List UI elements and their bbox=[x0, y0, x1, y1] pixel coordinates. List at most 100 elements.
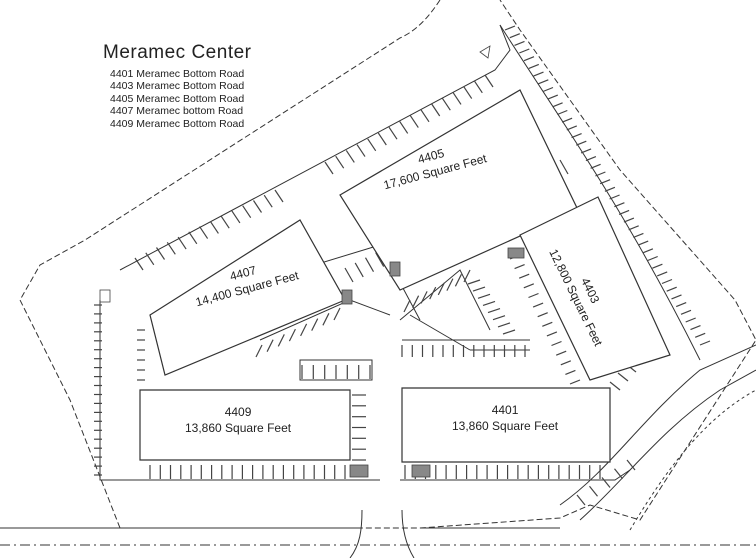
parking-stall bbox=[188, 231, 198, 245]
parking-stall bbox=[454, 274, 462, 287]
parking-stall bbox=[220, 215, 230, 229]
parking-stall bbox=[576, 140, 587, 146]
parking-stall bbox=[590, 163, 601, 169]
parking-stall bbox=[473, 80, 483, 94]
parking-stall bbox=[502, 329, 516, 335]
parking-stall bbox=[528, 63, 540, 69]
road-edge-lower bbox=[629, 389, 756, 531]
parking-stall bbox=[364, 257, 375, 272]
parking-stall bbox=[551, 340, 562, 347]
parking-stall bbox=[356, 144, 366, 157]
address-item: 4405 Meramec Bottom Road bbox=[110, 92, 245, 105]
parking-stall bbox=[300, 323, 308, 337]
parking-stall bbox=[399, 121, 409, 134]
parking-stall bbox=[463, 86, 473, 99]
parking-stall bbox=[601, 477, 611, 488]
parking-stall bbox=[617, 372, 629, 382]
parking-stall bbox=[177, 236, 187, 250]
parking-stall bbox=[420, 109, 430, 123]
parking-stall bbox=[441, 97, 451, 111]
parking-stall bbox=[375, 252, 385, 267]
parking-stall bbox=[403, 299, 411, 313]
parking-stall bbox=[595, 171, 606, 177]
parking-stall bbox=[538, 79, 549, 85]
parking-stall bbox=[487, 308, 501, 314]
parking-stall bbox=[324, 161, 334, 175]
parking-stall bbox=[523, 56, 535, 62]
parking-stall bbox=[542, 86, 554, 93]
parking-stall bbox=[533, 71, 544, 77]
parking-stall bbox=[560, 360, 572, 366]
parking-stall bbox=[335, 155, 345, 169]
parking-stall bbox=[377, 132, 387, 146]
parking-stall bbox=[514, 264, 525, 270]
parking-stall bbox=[277, 334, 285, 347]
parking-stall bbox=[626, 459, 636, 471]
parking-stall bbox=[557, 109, 568, 116]
parking-stall bbox=[546, 331, 558, 337]
parking-stall bbox=[699, 340, 711, 346]
parking-stall bbox=[156, 247, 165, 260]
parking-stall bbox=[420, 291, 428, 304]
parking-stall bbox=[642, 248, 654, 254]
dumpster-enclosure bbox=[99, 289, 111, 303]
parking-stall bbox=[322, 313, 330, 326]
parking-stall bbox=[255, 344, 263, 358]
parking-stall bbox=[518, 273, 530, 279]
parking-stall bbox=[552, 102, 563, 108]
parking-stall bbox=[477, 293, 491, 299]
page-title: Meramec Center bbox=[103, 42, 252, 63]
parking-stall bbox=[311, 318, 319, 331]
building-4401 bbox=[401, 387, 611, 463]
arrow-icon bbox=[479, 45, 491, 59]
parking-stall bbox=[166, 241, 176, 255]
parking-stall bbox=[288, 328, 296, 342]
parking-stall bbox=[576, 494, 586, 506]
parking-stall bbox=[446, 278, 454, 291]
parking-stall bbox=[528, 292, 539, 299]
accessible-parking-stall bbox=[349, 464, 369, 478]
parking-stall bbox=[274, 189, 284, 203]
parking-stall bbox=[561, 117, 573, 123]
parking-stall bbox=[437, 282, 445, 296]
parking-stall bbox=[675, 302, 687, 308]
parking-stall bbox=[266, 339, 274, 352]
building-4409 bbox=[139, 389, 351, 461]
parking-stall bbox=[666, 286, 677, 292]
parking-stall bbox=[609, 381, 621, 391]
parking-stall bbox=[388, 126, 398, 140]
parking-stall bbox=[482, 300, 496, 306]
building-label-4401: 4401 13,860 Square Feet bbox=[452, 402, 558, 434]
address-item: 4409 Meramec Bottom Road bbox=[110, 117, 245, 130]
parking-stall bbox=[618, 209, 630, 215]
parking-stall bbox=[345, 150, 355, 163]
parking-stall bbox=[589, 485, 598, 497]
parking-stall bbox=[614, 468, 623, 480]
parking-stall bbox=[463, 269, 471, 283]
building-label-4409: 4409 13,860 Square Feet bbox=[185, 404, 291, 436]
parking-stall bbox=[599, 179, 611, 185]
parking-stall bbox=[647, 255, 658, 262]
parking-stall bbox=[571, 133, 582, 139]
address-item: 4401 Meramec Bottom Road bbox=[110, 68, 245, 80]
parking-stall bbox=[354, 262, 364, 278]
accessible-parking-stall bbox=[389, 261, 401, 277]
parking-stall bbox=[514, 40, 525, 46]
parking-stall bbox=[253, 200, 262, 213]
parking-stall bbox=[333, 307, 341, 321]
parking-stall bbox=[680, 309, 692, 315]
parking-stall bbox=[580, 148, 592, 154]
parking-stall bbox=[199, 226, 209, 239]
address-item: 4403 Meramec Bottom Road bbox=[110, 80, 245, 93]
parking-stall bbox=[367, 138, 377, 152]
parking-stall bbox=[509, 33, 521, 39]
address-item: 4407 Meramec bottom Road bbox=[110, 105, 244, 118]
building-area: 13,860 Square Feet bbox=[185, 421, 292, 435]
parking-stall bbox=[685, 317, 696, 323]
entrance bbox=[349, 509, 415, 558]
parking-stall bbox=[497, 322, 511, 328]
parking-stall bbox=[628, 225, 639, 231]
parking-stall bbox=[472, 286, 486, 292]
parking-stall bbox=[661, 278, 673, 285]
parking-stall bbox=[532, 302, 544, 308]
